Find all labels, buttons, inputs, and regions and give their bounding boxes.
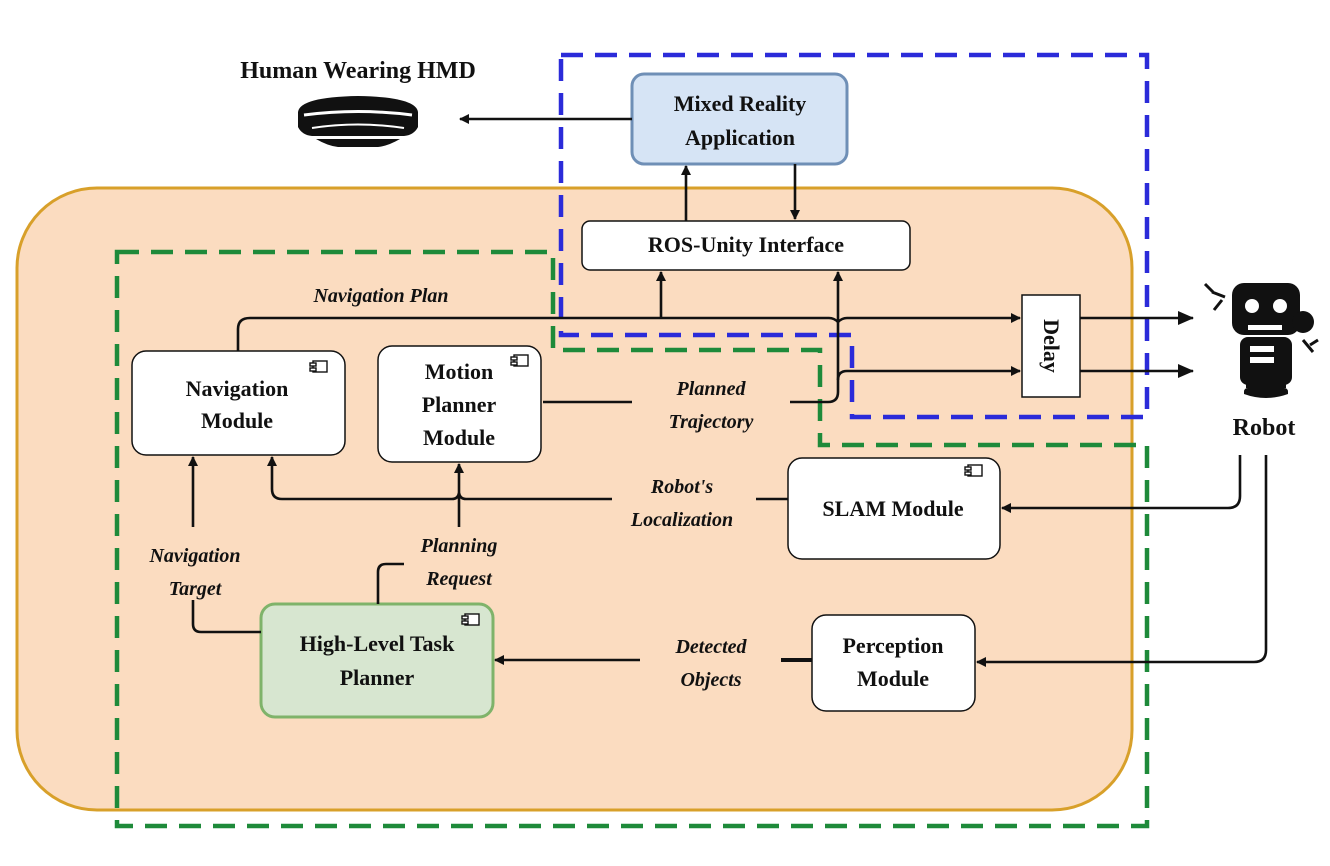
label-planned-trajectory-2: Trajectory bbox=[669, 411, 754, 433]
mixed-reality-application-box bbox=[630, 72, 849, 166]
label-detected-objects-1: Detected bbox=[674, 636, 747, 658]
arrow-robot-to-slam bbox=[1001, 455, 1242, 513]
slam-module-box bbox=[787, 457, 1001, 560]
motion-planner-line3: Module bbox=[423, 425, 495, 450]
arrow-robot-to-perception bbox=[976, 455, 1268, 667]
green-dashed-boundary bbox=[114, 249, 1150, 829]
navigation-plan-line bbox=[236, 313, 1021, 351]
component-icon bbox=[309, 360, 328, 373]
component-icon bbox=[510, 354, 529, 367]
ros-unity-label: ROS-Unity Interface bbox=[648, 232, 844, 257]
label-navigation-plan: Navigation Plan bbox=[312, 285, 448, 307]
label-navigation-target-2: Target bbox=[169, 578, 223, 600]
perception-module-box bbox=[811, 614, 976, 712]
navigation-target-line bbox=[191, 600, 261, 634]
perception-module-line2: Module bbox=[857, 666, 929, 691]
label-planning-request-2: Request bbox=[425, 568, 493, 590]
label-detected-objects-2: Objects bbox=[680, 669, 741, 691]
task-planner-line2: Planner bbox=[340, 665, 415, 690]
human-label: Human Wearing HMD bbox=[240, 58, 476, 84]
component-icon bbox=[461, 613, 480, 626]
motion-planner-module-box bbox=[377, 345, 542, 463]
label-planned-trajectory-1: Planned bbox=[676, 378, 747, 400]
label-planning-request-1: Planning bbox=[420, 535, 498, 557]
planning-request-line bbox=[376, 562, 404, 604]
mixed-reality-line1: Mixed Reality bbox=[674, 91, 807, 116]
slam-module-label: SLAM Module bbox=[822, 496, 963, 521]
navigation-module-line2: Module bbox=[201, 408, 273, 433]
label-navigation-target-1: Navigation bbox=[148, 545, 240, 567]
blue-dashed-boundary bbox=[558, 52, 1150, 420]
planned-trajectory-line-2 bbox=[790, 366, 1021, 404]
high-level-task-planner-box bbox=[259, 602, 495, 719]
mixed-reality-line2: Application bbox=[685, 125, 795, 150]
robot-icon bbox=[1203, 282, 1319, 398]
task-planner-line1: High-Level Task bbox=[300, 631, 455, 656]
component-icon bbox=[964, 464, 983, 477]
motion-planner-line1: Motion bbox=[425, 359, 493, 384]
robot-label: Robot bbox=[1233, 415, 1296, 441]
label-robots-localization-2: Localization bbox=[630, 509, 733, 531]
hmd-icon bbox=[298, 96, 418, 147]
navigation-module-line1: Navigation bbox=[186, 376, 289, 401]
delay-label: Delay bbox=[1039, 319, 1064, 373]
label-robots-localization-1: Robot's bbox=[650, 476, 713, 498]
motion-planner-line2: Planner bbox=[422, 392, 497, 417]
delay-box bbox=[1021, 294, 1081, 398]
ros-unity-interface-box bbox=[581, 220, 911, 271]
localization-line-left bbox=[267, 456, 612, 501]
perception-module-line1: Perception bbox=[842, 633, 943, 658]
